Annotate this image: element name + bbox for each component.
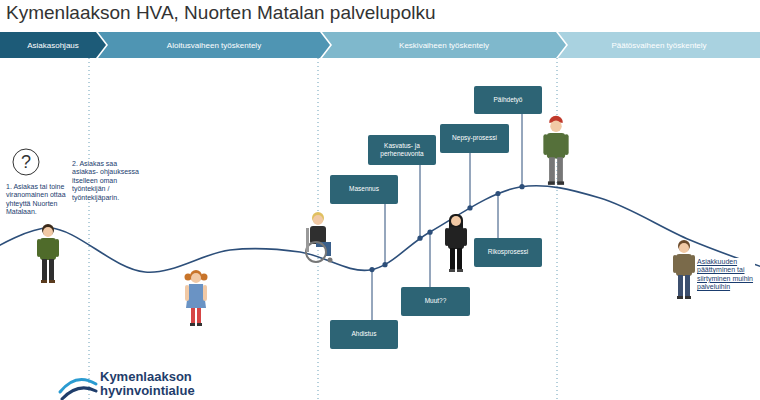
logo-text: Kymenlaakson hyvinvointialue bbox=[100, 370, 200, 397]
phase-divider bbox=[89, 58, 557, 400]
person-figure bbox=[445, 214, 467, 272]
question-circle: ? bbox=[12, 148, 40, 176]
path-dot bbox=[467, 205, 472, 210]
path-dot bbox=[519, 184, 524, 189]
topic-box: Nepsy-prosessi bbox=[440, 124, 509, 153]
node-text: Aloitusvaiheen työskentely bbox=[167, 41, 261, 50]
diagram-title: Kymenlaakson HVA, Nuorten Matalan palvel… bbox=[6, 2, 436, 24]
node-text: Päihdetyö bbox=[494, 96, 523, 104]
topic-box: Muut?? bbox=[401, 287, 470, 316]
leader-line bbox=[430, 232, 431, 287]
person-figure bbox=[673, 240, 695, 299]
leader-line bbox=[522, 114, 523, 187]
note-label: Asiakkuuden päättyminen tai siirtyminen … bbox=[697, 258, 755, 292]
person-figure bbox=[543, 116, 568, 185]
node-text: Asiakasohjaus bbox=[27, 41, 79, 50]
path-dot bbox=[417, 236, 422, 241]
node-text: Keskivaiheen työskentely bbox=[399, 41, 489, 50]
node-text: Kasvatus- ja perheneuvonta bbox=[372, 142, 432, 158]
node-text: Nepsy-prosessi bbox=[452, 134, 497, 142]
leader-line bbox=[385, 204, 386, 265]
person-figure bbox=[37, 224, 59, 283]
node-text: Masennus bbox=[349, 185, 379, 193]
path-dot bbox=[495, 191, 500, 196]
person-figure bbox=[185, 270, 208, 326]
logo-icon bbox=[60, 380, 96, 400]
node-text: Päätösvaiheen työskentely bbox=[611, 41, 706, 50]
topic-box: Masennus bbox=[330, 175, 398, 204]
path-dot bbox=[382, 262, 387, 267]
phase-chevron: Päätösvaiheen työskentely bbox=[558, 32, 760, 58]
topic-box: Päihdetyö bbox=[474, 86, 542, 114]
topic-box: Rikosprosessi bbox=[474, 238, 542, 267]
node-text: Ahdistus bbox=[352, 330, 377, 338]
person-figure bbox=[306, 212, 333, 263]
phase-chevron: Aloitusvaiheen työskentely bbox=[98, 32, 330, 58]
node-text: Rikosprosessi bbox=[488, 248, 528, 256]
leader-line bbox=[420, 165, 421, 238]
note-label: 2. Asiakas saa asiakas- ohjauksessa itse… bbox=[72, 160, 144, 202]
note-label: 1. Asiakas tai toine viranomainen ottaa … bbox=[6, 183, 74, 217]
path-dot bbox=[369, 267, 374, 272]
leader-line bbox=[498, 193, 499, 238]
leader-line bbox=[470, 153, 471, 208]
topic-box: Kasvatus- ja perheneuvonta bbox=[368, 135, 436, 165]
leader-lines bbox=[369, 114, 524, 320]
path-dot bbox=[427, 230, 432, 235]
phase-chevron: Asiakasohjaus bbox=[0, 32, 106, 58]
leader-line bbox=[372, 270, 373, 320]
node-text: Muut?? bbox=[425, 297, 447, 305]
topic-box: Ahdistus bbox=[330, 320, 398, 349]
node-text: ? bbox=[21, 152, 31, 173]
phase-chevron: Keskivaiheen työskentely bbox=[322, 32, 566, 58]
